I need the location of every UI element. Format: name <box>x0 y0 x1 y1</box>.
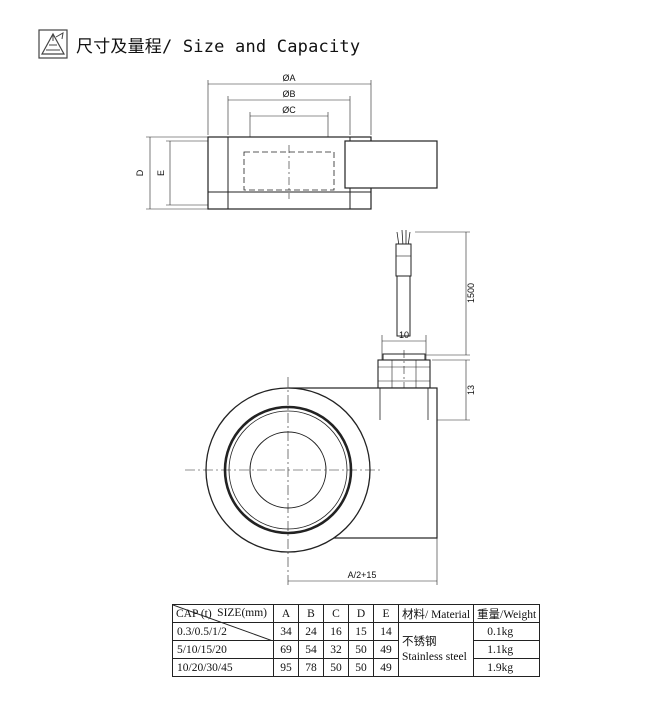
dim-label-cable: 1500 <box>466 283 476 303</box>
size-capacity-table: SIZE(mm) CAP (t) A B C D E 材料/ Material … <box>172 604 541 677</box>
column-header-weight: 重量/Weight <box>473 604 541 623</box>
column-header-material: 材料/ Material <box>397 604 475 623</box>
dim-label-e: E <box>156 170 166 176</box>
page-title: 尺寸及量程/ Size and Capacity <box>76 36 361 57</box>
header-diagonal-cell: SIZE(mm) CAP (t) <box>172 604 274 641</box>
column-header-e: E <box>373 604 399 623</box>
dim-label-13: 13 <box>466 385 476 395</box>
cell-material: 不锈钢 Stainless steel <box>397 622 475 677</box>
table-header-row: SIZE(mm) CAP (t) A B C D E 材料/ Material … <box>172 604 541 641</box>
cell-e: 49 <box>373 640 399 659</box>
material-cn: 不锈钢 <box>402 635 437 648</box>
dim-label-half: A/2+15 <box>348 570 377 580</box>
cell-weight: 0.1kg <box>473 622 541 641</box>
cell-c: 16 <box>323 622 349 641</box>
material-en: Stainless steel <box>402 650 467 663</box>
cell-e: 14 <box>373 622 399 641</box>
column-header-d: D <box>348 604 374 623</box>
section-header: 尺寸及量程/ Size and Capacity <box>38 28 360 60</box>
side-view <box>146 80 438 210</box>
cell-d: 50 <box>348 640 374 659</box>
cell-a: 34 <box>273 622 299 641</box>
cell-d: 50 <box>348 658 374 677</box>
caliper-icon <box>38 29 68 59</box>
dim-label-c: ØC <box>282 105 296 115</box>
dim-label-b: ØB <box>282 89 295 99</box>
dim-label-10: 10 <box>399 330 409 340</box>
cell-cap: 5/10/15/20 <box>172 640 274 659</box>
table-row: 5/10/15/20 69 54 32 50 49 1.1kg <box>172 640 541 659</box>
cell-a: 95 <box>273 658 299 677</box>
header-cap-label: CAP (t) <box>176 608 212 620</box>
technical-drawing: ØA ØB ØC D E <box>135 73 476 585</box>
table-row: 0.3/0.5/1/2 34 24 16 15 14 不锈钢 Stainless… <box>172 622 541 677</box>
cell-e: 49 <box>373 658 399 677</box>
cell-c: 50 <box>323 658 349 677</box>
cell-a: 69 <box>273 640 299 659</box>
cell-b: 54 <box>298 640 324 659</box>
cell-weight: 1.9kg <box>473 658 541 677</box>
dim-label-a: ØA <box>282 73 295 83</box>
cell-b: 78 <box>298 658 324 677</box>
cell-weight: 1.1kg <box>473 640 541 659</box>
table-row: 10/20/30/45 95 78 50 50 49 1.9kg <box>172 658 541 677</box>
cell-c: 32 <box>323 640 349 659</box>
column-header-c: C <box>323 604 349 623</box>
cell-d: 15 <box>348 622 374 641</box>
cell-b: 24 <box>298 622 324 641</box>
cell-cap: 10/20/30/45 <box>172 658 274 677</box>
header-size-label: SIZE(mm) <box>217 607 267 619</box>
front-view <box>185 229 470 585</box>
column-header-a: A <box>273 604 299 623</box>
dim-label-d: D <box>135 169 145 176</box>
column-header-b: B <box>298 604 324 623</box>
